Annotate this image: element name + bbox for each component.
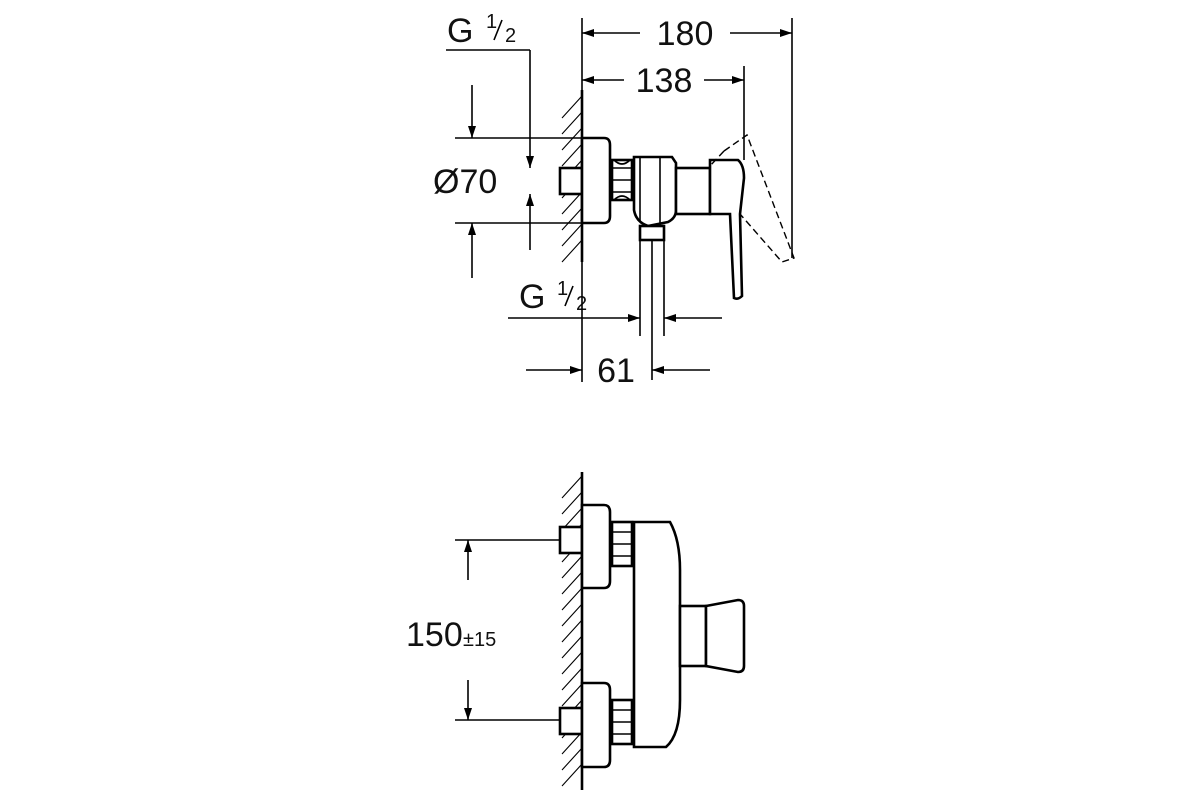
- lever-front: [678, 598, 746, 674]
- dim-diameter-70: Ø70: [433, 85, 582, 278]
- dim-138-label: 138: [636, 62, 693, 100]
- lever-side: [708, 158, 746, 300]
- mixer-body-side: [632, 155, 712, 242]
- front-view: 150 ±15: [406, 472, 746, 790]
- lever-raised-outline: [723, 133, 795, 263]
- wall-hatching-front: [561, 472, 584, 790]
- rosette-side: [580, 136, 612, 225]
- dim-150-tolerance: ±15: [463, 629, 496, 651]
- dim-138: 138: [582, 62, 745, 160]
- thread-label-outlet: G 1 2: [508, 278, 722, 322]
- dim-150: 150 ±15: [406, 539, 560, 721]
- dim-150-label: 150: [406, 616, 463, 654]
- upper-inlet: [558, 503, 634, 590]
- side-view: 180 138 G 1 2 Ø70 G: [433, 11, 795, 390]
- dim-180-label: 180: [657, 15, 714, 53]
- thread-label-top: G 1 2: [446, 11, 534, 250]
- thread-outlet-numerator: 1: [557, 278, 568, 300]
- union-nut-side: [610, 158, 634, 202]
- thread-top-base: G: [447, 12, 473, 50]
- dim-61-label: 61: [597, 352, 635, 390]
- thread-outlet-base: G: [519, 278, 545, 316]
- lower-inlet: [558, 681, 634, 769]
- thread-top-denominator: 2: [505, 25, 516, 47]
- mixer-body-front: [632, 520, 682, 749]
- thread-top-numerator: 1: [486, 11, 497, 33]
- dim-180: 180: [581, 15, 793, 258]
- dim-61: 61: [526, 262, 710, 390]
- dim-diameter-70-label: Ø70: [433, 163, 497, 201]
- wall-pipe-stub-side: [558, 166, 584, 196]
